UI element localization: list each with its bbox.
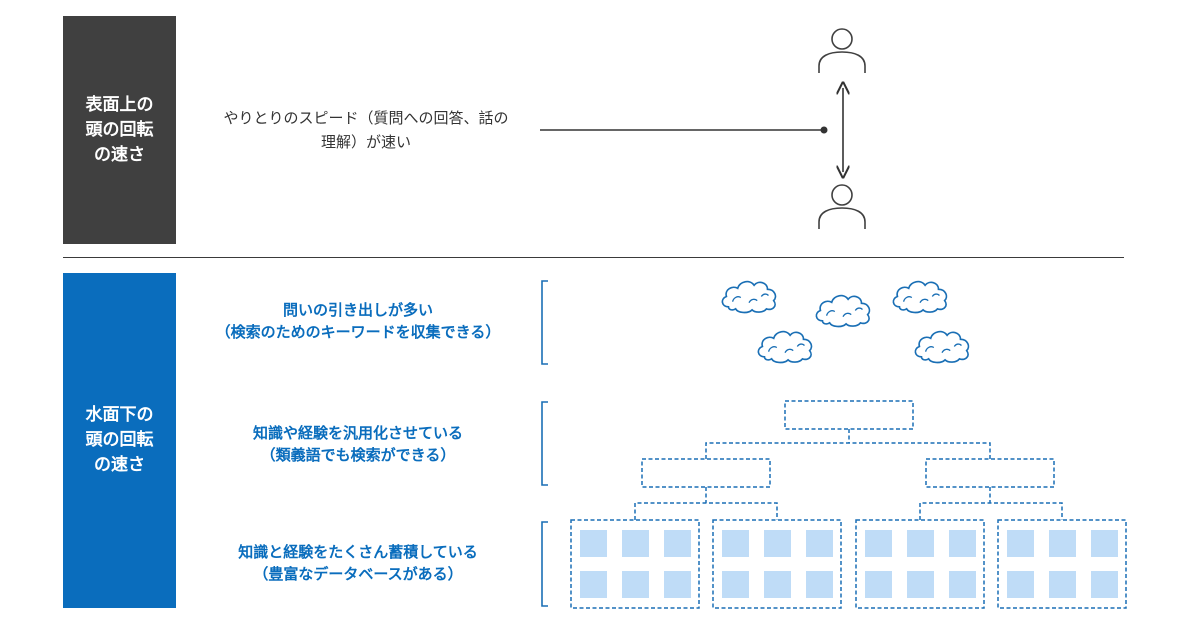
database-groups — [570, 519, 1127, 609]
cloud-icon — [914, 330, 970, 364]
database-cell — [949, 530, 976, 557]
database-cell — [764, 530, 791, 557]
database-cell — [664, 530, 691, 557]
surface-divider-line — [63, 257, 1124, 258]
person-icon — [818, 28, 866, 74]
database-cell — [622, 530, 649, 557]
underwater-label-line-3: の速さ — [94, 455, 145, 475]
database-cell — [1049, 571, 1076, 598]
accumulation-line-2: （豊富なデータベースがある） — [253, 565, 463, 583]
surface-description-line-1: やりとりのスピード（質問への回答、話の — [223, 109, 509, 127]
tree-connectors — [634, 429, 1063, 520]
surface-description-line-2: 理解）が速い — [320, 133, 411, 151]
database-cell — [907, 530, 934, 557]
database-cell — [806, 571, 833, 598]
generalization-line-1: 知識や経験を汎用化させている — [252, 424, 463, 442]
generalization-line-2: （類義語でも検索ができる） — [260, 446, 456, 464]
bracket-accumulation — [541, 521, 548, 607]
surface-speed-label-box: 表面上の 頭の回転 の速さ — [63, 16, 176, 244]
database-group — [997, 519, 1127, 609]
database-group — [570, 519, 700, 609]
database-group — [712, 519, 842, 609]
database-cell — [1049, 530, 1076, 557]
tree-right-box — [925, 458, 1055, 488]
underwater-speed-label-box: 水面下の 頭の回転 の速さ — [63, 273, 176, 608]
accumulation-label: 知識と経験をたくさん蓄積している （豊富なデータベースがある） — [188, 541, 528, 585]
underwater-label-line-1: 水面下の — [85, 405, 154, 425]
surface-label-line-1: 表面上の — [85, 94, 154, 115]
bracket-questions — [541, 280, 548, 365]
accumulation-line-1: 知識と経験をたくさん蓄積している — [238, 543, 478, 561]
database-group — [855, 519, 985, 609]
connector-dot — [820, 126, 828, 134]
database-cell — [1091, 571, 1118, 598]
database-cell — [907, 571, 934, 598]
question-drawer-line-1: 問いの引き出しが多い — [282, 301, 433, 319]
database-cell — [764, 571, 791, 598]
database-cell — [949, 571, 976, 598]
cloud-icon — [815, 294, 871, 328]
underwater-label-line-2: 頭の回転 — [85, 430, 154, 450]
cloud-icon — [892, 280, 948, 314]
question-drawer-label: 問いの引き出しが多い （検索のためのキーワードを収集できる） — [188, 299, 528, 343]
surface-label-line-3: の速さ — [94, 144, 145, 165]
database-cell — [1007, 571, 1034, 598]
generalization-label: 知識や経験を汎用化させている （類義語でも検索ができる） — [188, 422, 528, 466]
database-cell — [622, 571, 649, 598]
database-cell — [722, 530, 749, 557]
database-cell — [1007, 530, 1034, 557]
surface-label-line-2: 頭の回転 — [85, 119, 154, 140]
database-cell — [664, 571, 691, 598]
database-cell — [1091, 530, 1118, 557]
database-cell — [865, 571, 892, 598]
tree-left-box — [641, 458, 771, 488]
person-icon — [818, 184, 866, 230]
question-drawer-line-2: （検索のためのキーワードを収集できる） — [215, 323, 501, 341]
cloud-icon — [757, 330, 813, 364]
cloud-icon — [721, 280, 777, 314]
database-cell — [580, 571, 607, 598]
database-cell — [722, 571, 749, 598]
database-cell — [580, 530, 607, 557]
tree-root-box — [784, 400, 914, 430]
surface-description: やりとりのスピード（質問への回答、話の 理解）が速い — [196, 106, 536, 154]
database-cell — [865, 530, 892, 557]
database-cell — [806, 530, 833, 557]
bracket-generalization — [541, 401, 548, 486]
